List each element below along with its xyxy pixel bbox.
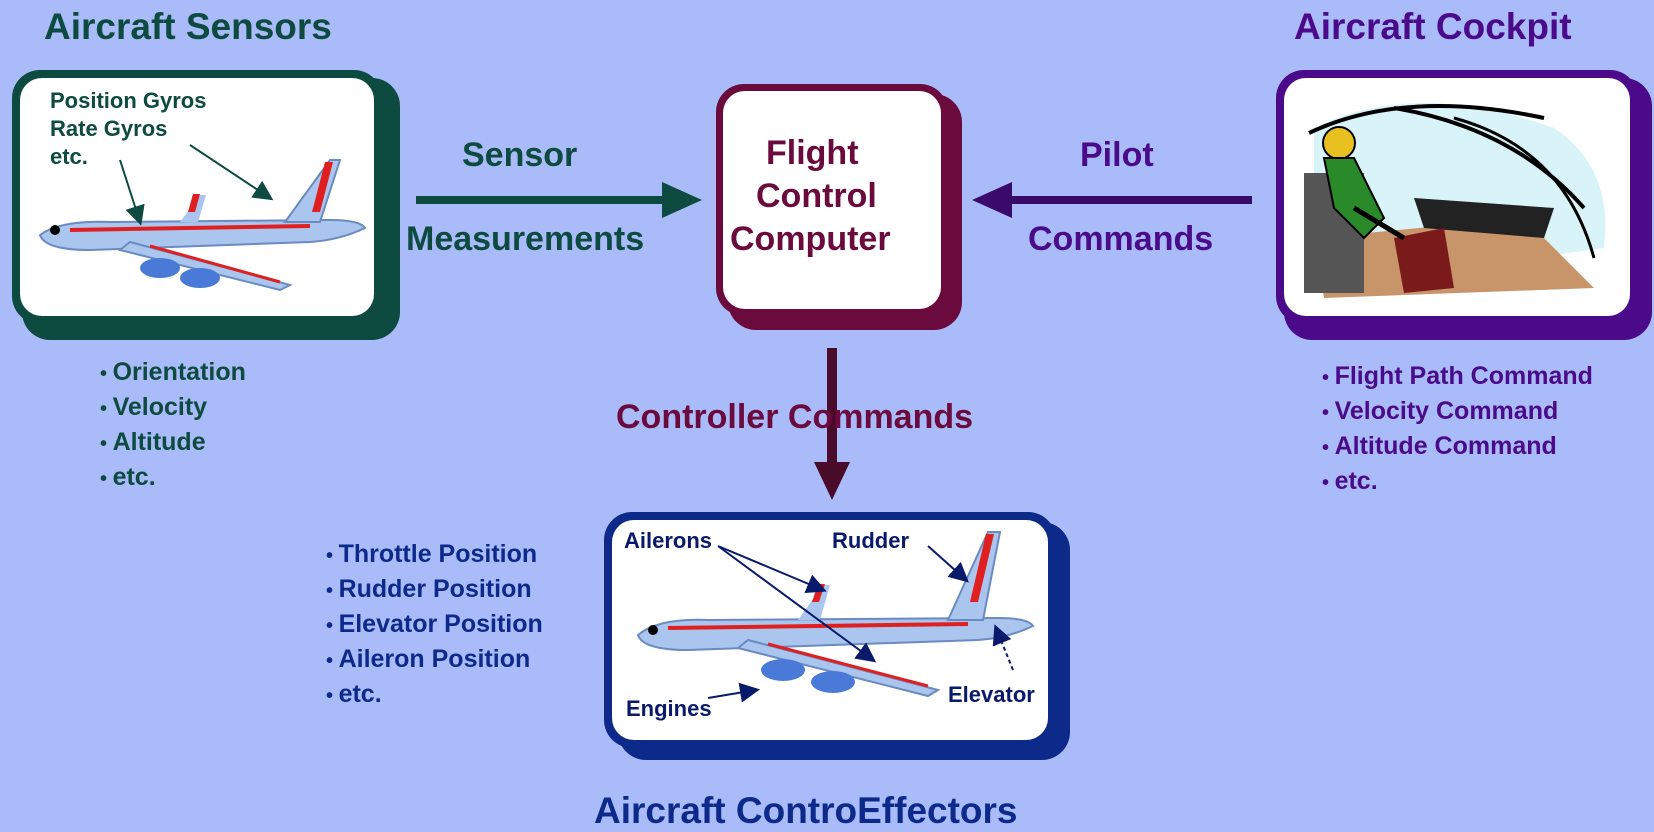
rudder-label: Rudder — [832, 528, 909, 553]
pilot-label-top: Pilot — [1080, 136, 1154, 174]
list-item: etc. — [326, 678, 543, 713]
controller-commands-arrow — [814, 348, 850, 500]
cockpit-pilot-icon — [1304, 103, 1606, 298]
sensor-label-top: Sensor — [462, 136, 578, 174]
list-item: Aileron Position — [326, 643, 543, 678]
sensors-title: Aircraft Sensors — [44, 6, 332, 47]
list-item: Velocity Command — [1322, 395, 1593, 430]
list-item: Velocity — [100, 391, 246, 426]
computer-label-1: Flight — [766, 134, 859, 172]
list-item: Orientation — [100, 356, 246, 391]
list-item: Altitude Command — [1322, 430, 1593, 465]
controller-label: Controller Commands — [616, 398, 974, 436]
computer-label-3: Computer — [730, 220, 891, 258]
engines-label: Engines — [626, 696, 712, 721]
list-item: Flight Path Command — [1322, 360, 1593, 395]
sensors-callout-arrows — [119, 144, 274, 226]
list-item: Rudder Position — [326, 573, 543, 608]
effectors-title: Aircraft ControEffectors — [594, 790, 1018, 831]
sensor-label-bottom: Measurements — [406, 220, 645, 258]
sensors-callout-1: Position Gyros — [50, 88, 207, 113]
list-item: Elevator Position — [326, 608, 543, 643]
ailerons-label: Ailerons — [624, 528, 713, 553]
elevator-label: Elevator — [948, 682, 1035, 707]
computer-label-2: Control — [756, 177, 877, 215]
list-item: Altitude — [100, 426, 246, 461]
pilot-commands-arrow — [972, 182, 1252, 218]
cockpit-bullets: Flight Path Command Velocity Command Alt… — [1322, 360, 1593, 500]
sensors-airplane-icon — [38, 159, 367, 292]
pilot-label-bottom: Commands — [1028, 220, 1214, 258]
list-item: etc. — [1322, 465, 1593, 500]
computer-box — [716, 84, 948, 316]
sensors-bullets: Orientation Velocity Altitude etc. — [100, 356, 246, 496]
list-item: etc. — [100, 461, 246, 496]
sensors-callout-3: etc. — [50, 144, 88, 169]
sensor-measurements-arrow — [416, 182, 702, 218]
list-item: Throttle Position — [326, 538, 543, 573]
cockpit-title: Aircraft Cockpit — [1294, 6, 1572, 47]
effectors-airplane-icon — [636, 531, 1035, 703]
sensors-callout-2: Rate Gyros — [50, 116, 168, 141]
effectors-bullets: Throttle Position Rudder Position Elevat… — [326, 538, 543, 713]
